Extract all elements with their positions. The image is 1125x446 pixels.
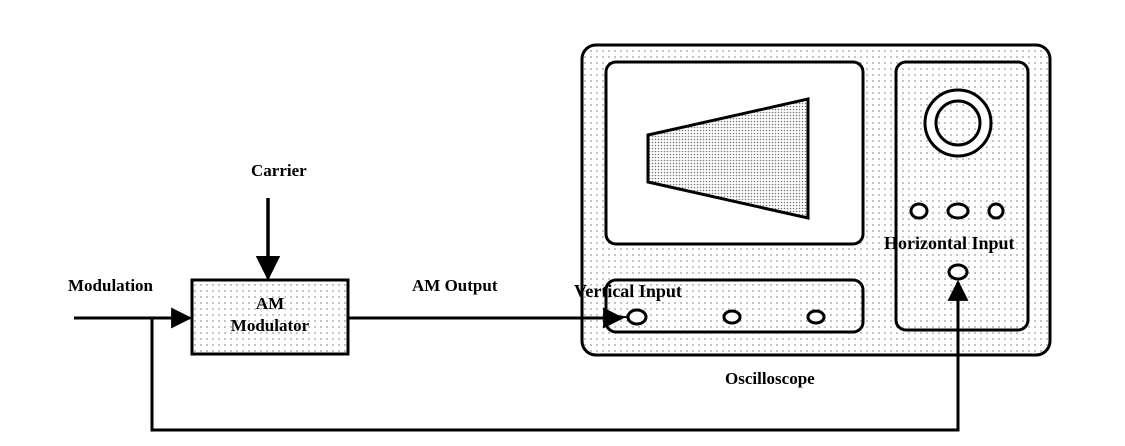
small-knob-icon[interactable] (946, 202, 970, 220)
am-modulator-label-line2: Modulator (231, 316, 310, 335)
large-knob-inner-icon (934, 99, 982, 147)
oscilloscope-label: Oscilloscope (725, 369, 815, 388)
modulation-label: Modulation (68, 276, 154, 295)
small-knob-icon[interactable] (909, 202, 929, 220)
vertical-input-panel (604, 278, 865, 334)
carrier-label: Carrier (251, 161, 307, 180)
small-knob-icon[interactable] (806, 309, 826, 325)
vertical-input-jack[interactable] (626, 308, 648, 326)
am-trapezoid-trace (646, 97, 810, 220)
am-output-label: AM Output (412, 276, 498, 295)
horizontal-feedback-wire (150, 279, 969, 432)
am-output-wire-end (603, 307, 629, 319)
small-knob-icon[interactable] (987, 202, 1005, 220)
vertical-input-label: Vertical Input (574, 281, 682, 301)
horizontal-input-label: Horizontal Input (884, 233, 1015, 253)
am-modulator-label-line1: AM (256, 294, 284, 313)
horizontal-input-jack[interactable] (947, 263, 969, 281)
small-knob-icon[interactable] (722, 309, 742, 325)
